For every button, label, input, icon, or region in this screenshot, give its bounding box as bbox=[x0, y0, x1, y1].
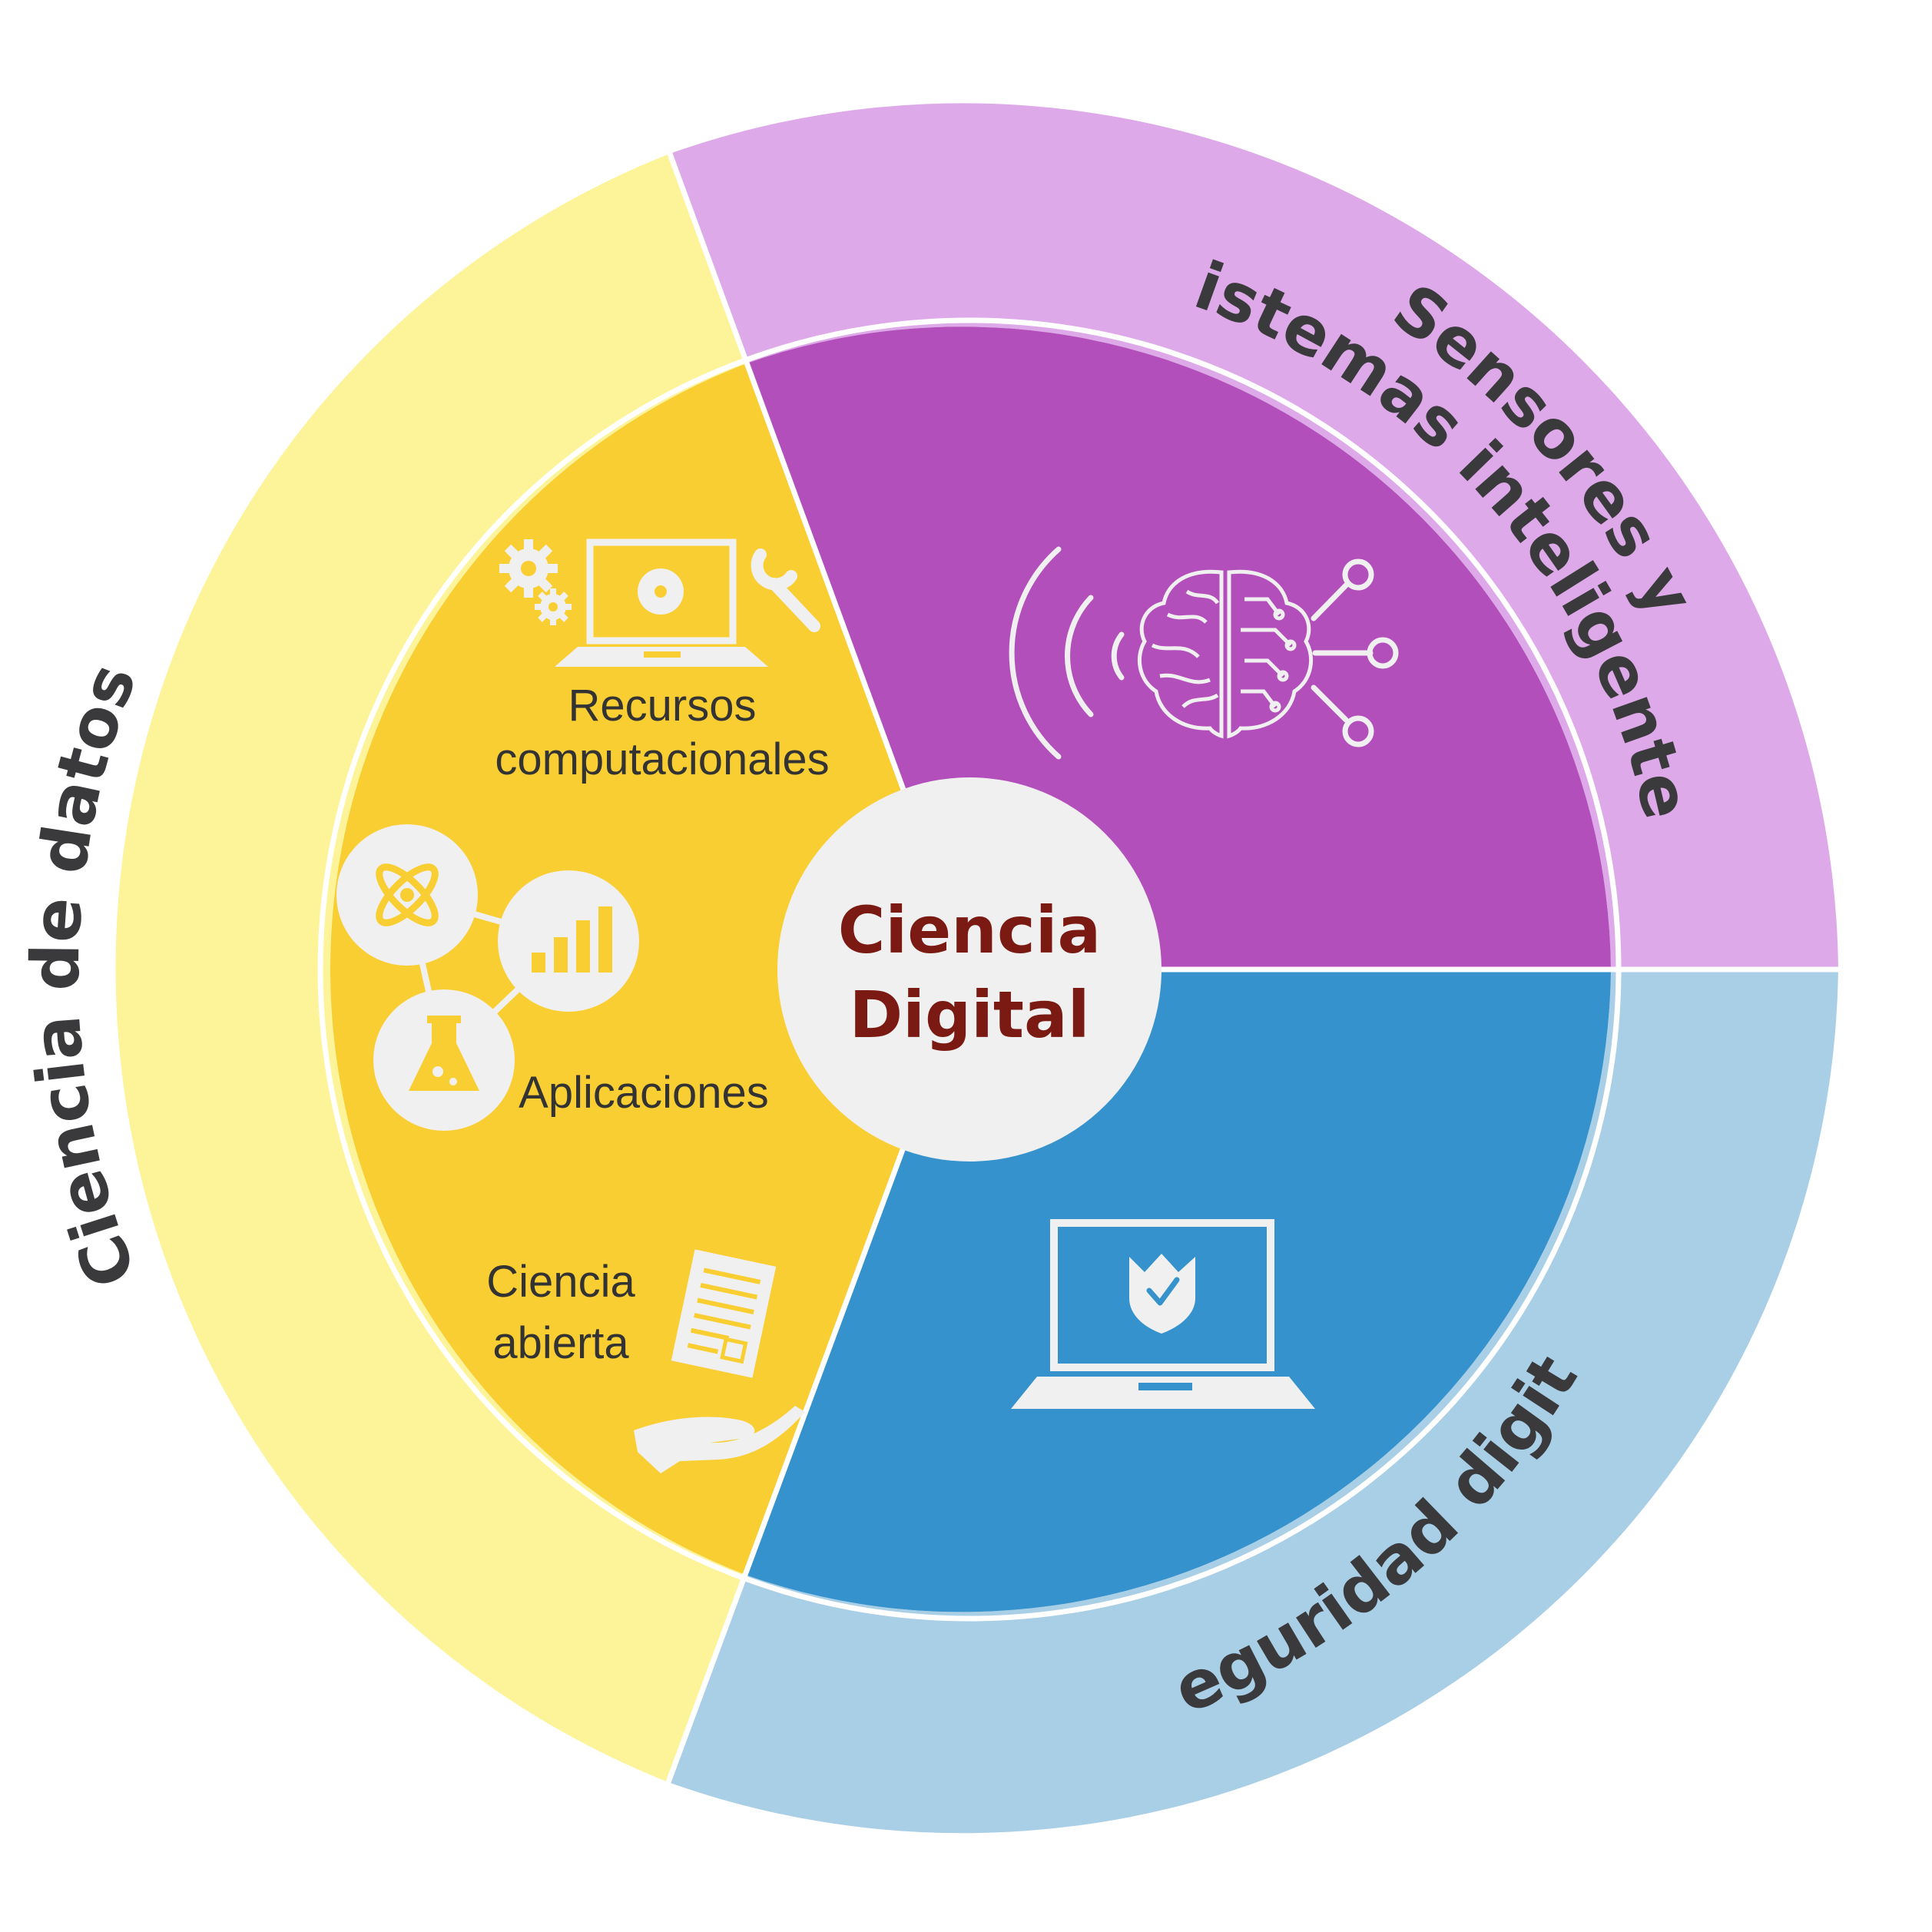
center-circle bbox=[777, 777, 1162, 1162]
laptop-shield-icon bbox=[1011, 1219, 1315, 1409]
wifi-waves-icon bbox=[1009, 546, 1125, 760]
brain-circuit-icon bbox=[1137, 569, 1314, 739]
document-icon bbox=[671, 1249, 777, 1378]
label-recursos-line2: computacionales bbox=[495, 734, 829, 784]
wrench-icon bbox=[751, 548, 820, 632]
label-aplicaciones: Aplicaciones bbox=[519, 1068, 769, 1118]
laptop-disc-icon bbox=[555, 539, 768, 667]
network-nodes-icon bbox=[1311, 558, 1399, 747]
inner-sector-ciencia-datos bbox=[330, 363, 970, 1576]
atom-icon bbox=[376, 863, 439, 926]
center-title-line1: Ciencia bbox=[838, 893, 1101, 968]
label-ciencia-abierta-line2: abierta bbox=[492, 1318, 629, 1368]
center-title-line2: Digital bbox=[849, 977, 1089, 1052]
flask-icon bbox=[409, 1016, 479, 1091]
outer-ring-ciencia-datos bbox=[115, 154, 748, 1782]
label-recursos-line1: Recursos bbox=[568, 681, 757, 731]
bar-chart-icon bbox=[532, 906, 612, 973]
label-ciencia-abierta-line1: Ciencia bbox=[486, 1257, 635, 1307]
hand-icon bbox=[634, 1406, 805, 1473]
gears-icon bbox=[499, 539, 572, 625]
